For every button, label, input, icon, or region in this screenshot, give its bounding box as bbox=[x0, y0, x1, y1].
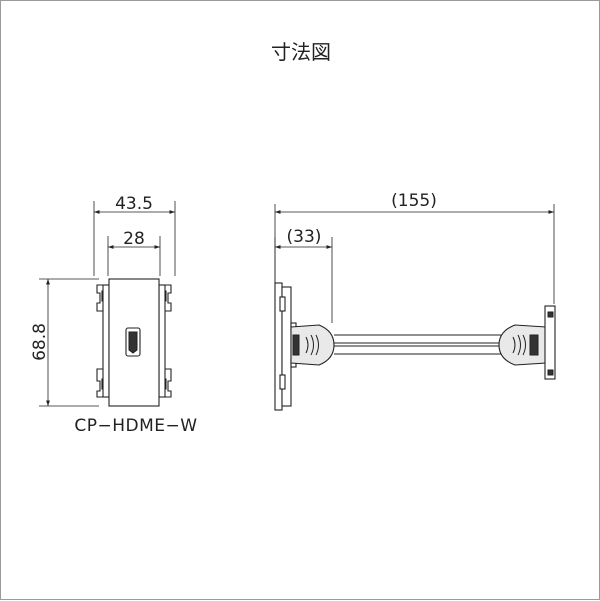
dim-label-plate-length: (33) bbox=[287, 227, 322, 247]
dim-label-total-length: (155) bbox=[391, 191, 437, 211]
end-flange-notch-top bbox=[547, 311, 554, 318]
connector-right-logo bbox=[529, 334, 539, 356]
frame-rail-left bbox=[102, 284, 110, 398]
hdmi-port-contact bbox=[128, 331, 138, 354]
dim-label-outer-width: 43.5 bbox=[115, 194, 153, 214]
frame-tab-top bbox=[279, 296, 286, 312]
front-view: 43.5 28 68.8 CP−HDME−W bbox=[30, 194, 197, 436]
drawing-title: 寸法図 bbox=[271, 40, 331, 64]
connector-right bbox=[498, 324, 547, 366]
connector-left-logo bbox=[292, 334, 300, 356]
dim-label-height: 68.8 bbox=[30, 323, 50, 361]
connector-left-grip-icon bbox=[305, 334, 319, 356]
dim-label-inner-width: 28 bbox=[123, 229, 145, 249]
connector-left bbox=[290, 324, 335, 366]
frame-rail-right bbox=[158, 284, 166, 398]
end-flange-notch-bottom bbox=[547, 369, 554, 376]
side-view: (155) (33) bbox=[274, 191, 556, 411]
frame-tab-bottom bbox=[279, 374, 286, 390]
end-flange bbox=[544, 305, 556, 380]
connector-right-grip-icon bbox=[512, 334, 526, 356]
model-name: CP−HDME−W bbox=[74, 416, 197, 436]
